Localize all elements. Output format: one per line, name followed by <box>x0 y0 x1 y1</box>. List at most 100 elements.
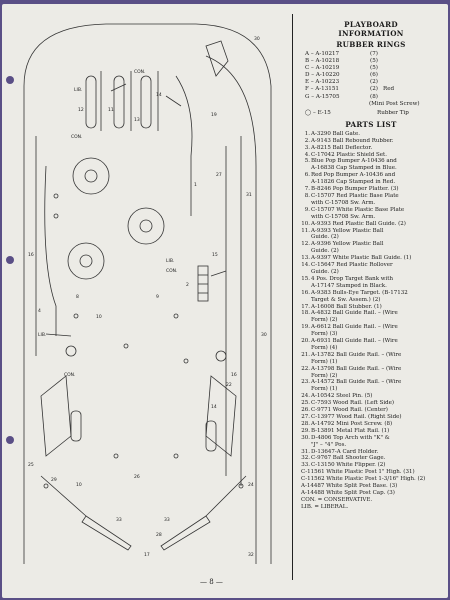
callout-number: 10 <box>76 482 82 488</box>
part-description: A-17147 Stamped in Black. <box>311 282 387 289</box>
part-number: 20. <box>301 338 310 345</box>
part-description: B-13891 Metal Flat Rail. (1) <box>311 427 390 434</box>
part-description: A-4832 Ball Guide Rail. – (Wire <box>311 310 398 317</box>
rubber-ring-row: E – A-10223(2) <box>297 79 445 86</box>
callout-number: 13 <box>134 117 140 123</box>
label-con: CON. <box>64 372 75 378</box>
part-number: 25. <box>301 400 310 407</box>
part-number: 17. <box>301 303 310 310</box>
part-description: A-9397 White Plastic Ball Guide. (1) <box>311 255 412 262</box>
drop-target-bank <box>197 265 209 302</box>
panel-title: INFORMATION <box>338 29 404 38</box>
parts-list-item: 21.A-13782 Ball Guide Rail. – (Wire <box>299 352 445 359</box>
callout-number: 14 <box>211 404 217 410</box>
part-number: 12. <box>301 241 310 248</box>
label-con: CON. <box>71 134 82 140</box>
part-description: A-9383 Bulls-Eye Target. (B-17132 <box>311 289 408 296</box>
ring-color <box>383 51 445 58</box>
ring-qty: (2) <box>370 79 378 86</box>
parts-list-item: 25.C-7593 Wood Rail. (Left Side) <box>299 400 445 407</box>
ring-qty: (6) <box>370 72 378 79</box>
part-number: 19. <box>301 324 310 331</box>
parts-list-item: 10.A-9393 Red Plastic Ball Guide. (2) <box>299 221 445 228</box>
parts-list-item: 31.D-13647-A Card Holder. <box>299 449 445 456</box>
part-description: Form) (4) <box>311 344 338 351</box>
part-description: A-14572 Ball Guide Rail. – (Wire <box>311 379 402 386</box>
playfield-diagram: LIB. CON. CON. LIB. CON. LIB. CON. 30 12… <box>23 23 272 564</box>
page-number: — 8 — <box>200 578 223 586</box>
parts-list-item: "J" – "4" Pos. <box>299 442 445 449</box>
pop-bumper <box>67 242 105 280</box>
part-description: D-4806 Top Arch with "K" & <box>311 434 390 441</box>
right-flipper <box>160 515 211 551</box>
part-description: A-9143 Ball Rebound Rubber. <box>311 137 394 144</box>
part-number: 28. <box>301 420 310 427</box>
parts-list-item: 6.Red Pop Bumper A-10436 and <box>299 172 445 179</box>
callout-number: 32 <box>248 552 254 558</box>
parts-list-item: 18.A-4832 Ball Guide Rail. – (Wire <box>299 310 445 317</box>
parts-list-item: 26.C-9771 Wood Rail. (Center) <box>299 407 445 414</box>
top-lane <box>113 75 125 129</box>
extra-part-line: LIB. = LIBERAL. <box>301 503 349 510</box>
part-number: 32. <box>301 455 310 462</box>
part-description: A-14792 Mini Post Screw. (8) <box>311 420 393 427</box>
part-number: 23. <box>301 379 310 386</box>
part-description: Red Pop Bumper A-10436 and <box>311 172 396 179</box>
ring-color <box>383 58 445 65</box>
callout-number: 10 <box>96 314 102 320</box>
part-description: Form) (2) <box>311 317 338 324</box>
parts-list-item: Form) (2) <box>299 317 445 324</box>
callout-number: 30 <box>261 332 267 338</box>
parts-list-item: 28.A-14792 Mini Post Screw. (8) <box>299 421 445 428</box>
part-number: 24. <box>301 393 310 400</box>
parts-list-item: 12.A-9396 Yellow Plastic Ball <box>299 241 445 248</box>
part-description: D-13647-A Card Holder. <box>311 448 379 455</box>
ring-qty: (5) <box>370 58 378 65</box>
part-description: A-10542 Steel Pin. (5) <box>311 393 373 400</box>
extra-parts-list: C-11561 White Plastic Post 1" High. (31)… <box>297 469 445 510</box>
part-description: with C-15708 Sw. Arm. <box>311 213 376 220</box>
ring-label: A – A-10217 <box>305 51 340 57</box>
parts-list-item: 14.C-15647 Red Plastic Rollover <box>299 262 445 269</box>
parts-list-item: 9.C-15707 White Plastic Base Plate <box>299 207 445 214</box>
part-number: 29. <box>301 427 310 434</box>
rubber-rings-list: A – A-10217(7)B – A-10218(5)C – A-10219(… <box>297 51 445 101</box>
extra-part-line: C-11561 White Plastic Post 1" High. (31) <box>301 469 415 476</box>
parts-list-item: A-11826 Cap Stamped in Red. <box>299 179 445 186</box>
callout-number: 29 <box>51 477 57 483</box>
rubber-ring-row: B – A-10218(5) <box>297 58 445 65</box>
punch-hole <box>6 436 14 444</box>
label-lib: LIB. <box>38 332 46 338</box>
part-description: 4 Pos. Drop Target Bank with <box>311 275 394 282</box>
part-description: Target & Sw. Assem.) (2) <box>311 296 381 303</box>
callout-number: 16 <box>28 252 34 258</box>
callout-number: 9 <box>156 294 159 300</box>
part-description: Form) (1) <box>311 358 338 365</box>
part-description: Form) (1) <box>311 386 338 393</box>
rubber-tip-desc: Rubber Tip <box>377 109 409 116</box>
ring-color: Red <box>383 86 395 93</box>
part-description: C-9767 Ball Shooter Gage. <box>311 455 386 462</box>
ring-label: F – A-13151 <box>305 86 339 93</box>
parts-list-item: 2.A-9143 Ball Rebound Rubber. <box>299 138 445 145</box>
parts-list-item: Form) (4) <box>299 345 445 352</box>
ring-label: D – A-10220 <box>305 72 340 79</box>
part-description: Guide. (2) <box>311 268 339 275</box>
parts-list-item: 13.A-9397 White Plastic Ball Guide. (1) <box>299 255 445 262</box>
part-description: A-9396 Yellow Plastic Ball <box>311 241 384 248</box>
rubber-tip-code: ◯ – E-15 <box>305 109 331 116</box>
shooter-lane <box>205 55 257 564</box>
part-description: C-13150 White Flipper. (2) <box>311 462 386 469</box>
top-lane <box>85 75 97 129</box>
parts-list-item: 23.A-14572 Ball Guide Rail. – (Wire <box>299 379 445 386</box>
parts-list-item: 20.A-6931 Ball Guide Rail. – (Wire <box>299 338 445 345</box>
part-number: 31. <box>301 448 310 455</box>
extra-part-line: A-14487 White Split Post Base. (3) <box>301 483 398 490</box>
part-number: 6. <box>304 172 310 179</box>
top-lane <box>140 75 152 129</box>
parts-list-item: 8.C-15707 Red Plastic Base Plate <box>299 193 445 200</box>
parts-list-item: Guide. (2) <box>299 234 445 241</box>
callout-number: 12 <box>78 107 84 113</box>
parts-list-item: 7.B-8246 Pop Bumper Platter. (3) <box>299 186 445 193</box>
part-number: 7. <box>304 186 310 193</box>
